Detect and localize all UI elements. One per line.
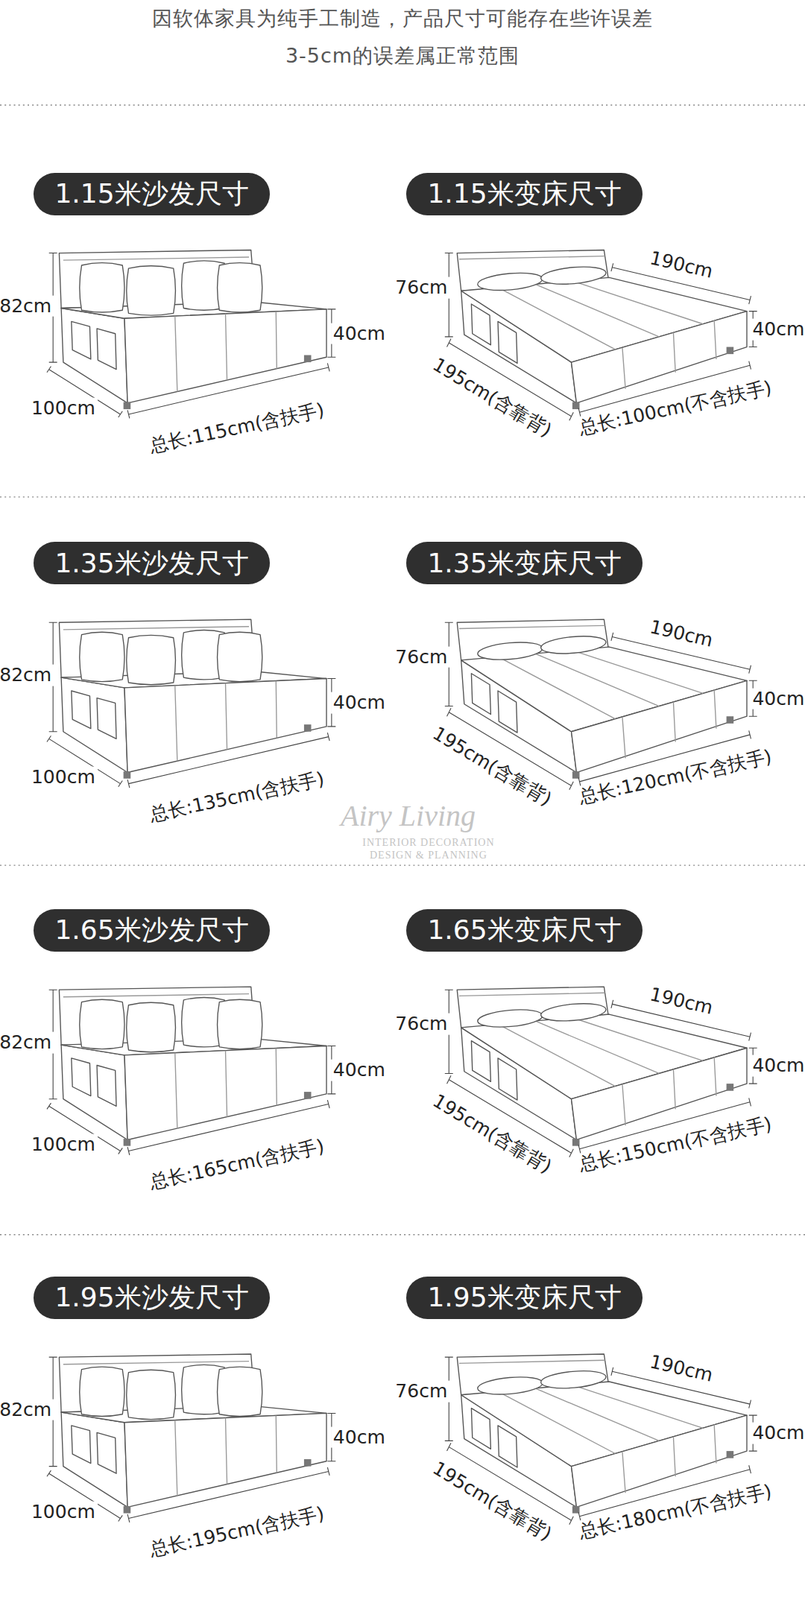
dimension-label: 100cm: [29, 397, 98, 419]
separator-line: [0, 104, 805, 106]
dimension-label: 40cm: [330, 1426, 388, 1449]
dimension-label: 40cm: [330, 692, 388, 715]
separator-line: [0, 496, 805, 498]
dimension-label: 总长:115cm(含扶手): [145, 398, 328, 458]
tag-text: 1.15米变床尺寸: [427, 180, 621, 208]
size-tag: 1.15米沙发尺寸: [33, 172, 270, 216]
tag-text: 1.65米变床尺寸: [427, 916, 621, 944]
size-tag: 1.15米变床尺寸: [406, 172, 643, 216]
dimension-label: 82cm: [0, 1032, 54, 1054]
size-tag: 1.65米变床尺寸: [406, 909, 643, 952]
tag-text: 1.95米沙发尺寸: [54, 1284, 249, 1312]
dimension-label: 100cm: [29, 1501, 98, 1523]
note-text: 因软体家具为纯手工制造，产品尺寸可能存在些许误差: [152, 6, 653, 30]
size-tag: 1.65米沙发尺寸: [33, 909, 270, 952]
note-text: 3-5cm的误差属正常范围: [285, 44, 520, 68]
size-tag: 1.95米变床尺寸: [406, 1276, 643, 1320]
watermark: INTERIOR DECORATION: [362, 837, 495, 849]
dimension-label: 40cm: [749, 319, 805, 341]
separator-line: [0, 1234, 805, 1236]
dimension-label: 76cm: [392, 277, 450, 299]
separator-line: [0, 864, 805, 866]
dimension-label: 40cm: [749, 1422, 805, 1445]
size-tag: 1.35米变床尺寸: [406, 541, 643, 585]
dimension-label: 总长:165cm(含扶手): [145, 1135, 328, 1195]
watermark: DESIGN & PLANNING: [369, 849, 488, 862]
dimension-label: 40cm: [330, 322, 388, 345]
tag-text: 1.15米沙发尺寸: [54, 180, 249, 208]
sofa-drawing: [46, 249, 336, 419]
separator-line: [0, 105, 805, 1236]
tag-text: 1.65米沙发尺寸: [54, 916, 249, 944]
dimension-label: 76cm: [392, 1381, 450, 1403]
sofa-drawing: [46, 1354, 336, 1523]
dimension-label: 40cm: [330, 1059, 388, 1082]
watermark: Airy Living: [340, 799, 476, 834]
dimension-label: 40cm: [749, 1055, 805, 1078]
dimension-label: 总长:135cm(含扶手): [145, 768, 328, 828]
tag-text: 1.35米沙发尺寸: [54, 550, 249, 577]
sofa-drawing: [46, 986, 336, 1156]
tag-text: 1.35米变床尺寸: [427, 550, 621, 577]
dimension-label: 100cm: [29, 766, 98, 789]
dimension-label: 82cm: [0, 664, 54, 687]
size-tag: 1.35米沙发尺寸: [33, 541, 270, 585]
dimension-label: 100cm: [29, 1133, 98, 1156]
dimension-label: 总长:195cm(含扶手): [145, 1502, 328, 1562]
dimension-label: 82cm: [0, 1399, 54, 1421]
tag-text: 1.95米变床尺寸: [427, 1284, 621, 1312]
size-tag: 1.95米沙发尺寸: [33, 1276, 270, 1320]
dimension-label: 76cm: [392, 1013, 450, 1036]
dimension-label: 76cm: [392, 646, 450, 668]
sofa-drawing: [46, 619, 336, 788]
dimension-label: 40cm: [749, 687, 805, 710]
dimension-label: 82cm: [0, 295, 54, 317]
